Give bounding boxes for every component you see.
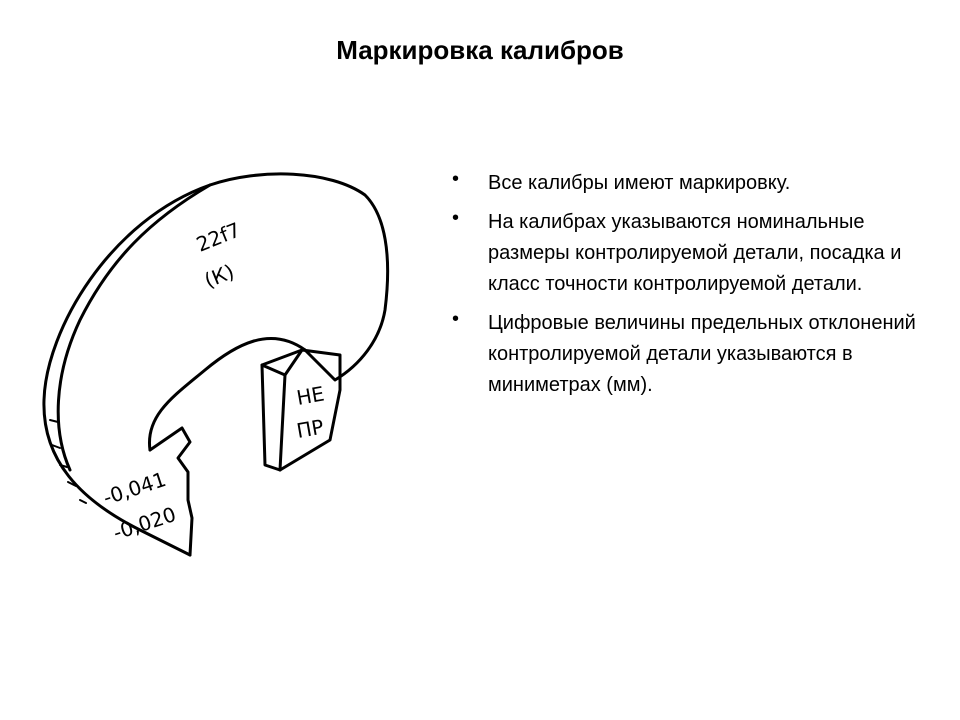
gauge-slot-curve [147, 337, 307, 452]
bullet-item: На калибрах указываются номинальные разм… [450, 203, 930, 300]
gauge-upper-deviation: -0,041 [100, 467, 169, 510]
gauge-lower-deviation: -0,020 [110, 502, 179, 545]
slide-title: Маркировка калибров [336, 35, 624, 65]
bullet-item: Цифровые величины предельных отклонений … [450, 304, 930, 401]
gauge-not-go-marking-2: ПР [295, 415, 326, 443]
gauge-right-jaw [260, 348, 342, 472]
gauge-left-jaw [148, 426, 194, 557]
bullet-list: Все калибры имеют маркировку. На калибра… [450, 164, 930, 409]
snap-gauge-illustration: 22f7 (К) НЕ ПР -0,041 -0,020 [42, 172, 390, 557]
gauge-class-marking: (К) [201, 259, 238, 292]
gauge-not-go-marking-1: НЕ [295, 381, 326, 409]
gauge-rim-line [56, 183, 212, 472]
bullet-item: Все калибры имеют маркировку. [450, 164, 930, 199]
gauge-size-marking: 22f7 [193, 217, 244, 256]
gauge-right-jaw-face [278, 348, 304, 472]
gauge-outer-edge [42, 172, 390, 557]
